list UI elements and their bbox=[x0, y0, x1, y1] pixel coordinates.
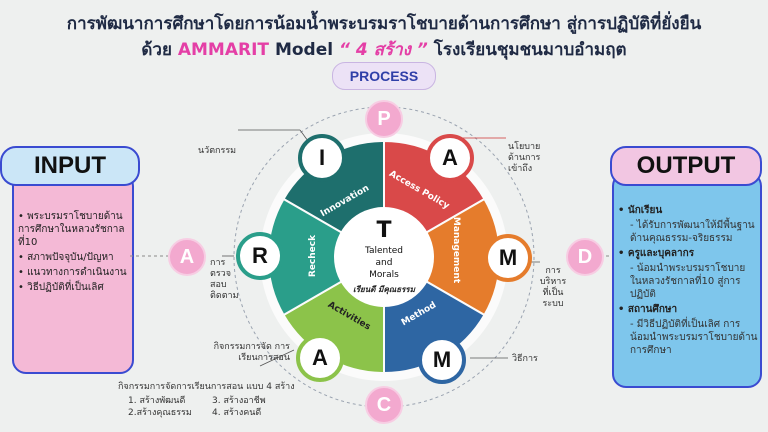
node-a-access: A bbox=[426, 134, 474, 182]
output-group-sub: - ได้รับการพัฒนาให้มีพื้นฐานด้านคุณธรรม-… bbox=[630, 220, 755, 244]
output-group-head: • ครูและบุคลากร bbox=[618, 248, 695, 259]
activities-detail-title: กิจกรรมการจัดการเรียนการสอน แบบ 4 สร้าง bbox=[118, 382, 295, 392]
leader-activities bbox=[259, 349, 295, 367]
output-group-head: • นักเรียน bbox=[618, 205, 663, 216]
output-group-head: • สถานศึกษา bbox=[618, 304, 678, 315]
caption-method: วิธีการ bbox=[512, 354, 538, 364]
output-group-sub: - น้อมนำพระบรมราโชบายในหลวงรัชกาลที่10 ส… bbox=[630, 263, 746, 300]
caption-innovation: นวัตกรรม bbox=[198, 146, 237, 156]
seg-label-management: Management bbox=[451, 217, 461, 284]
process-label: PROCESS bbox=[332, 62, 436, 90]
outer-letter-c: C bbox=[365, 386, 403, 424]
node-i: I bbox=[298, 134, 346, 182]
center-motto: เรียนดี มีคุณธรรม bbox=[353, 285, 416, 295]
caption-access: นโยบาย ด้านการ เข้าถึง bbox=[508, 142, 541, 174]
caption-recheck: การ ตรวจ สอบ ติดตาม bbox=[210, 258, 239, 301]
node-m-method: M bbox=[418, 336, 466, 384]
activities-detail-3: 3. สร้างอาชีพ bbox=[212, 396, 266, 406]
brand-name: AMMARIT bbox=[177, 40, 270, 60]
input-item: • แนวทางการดำเนินงาน bbox=[18, 267, 127, 278]
title-line-2: ด้วย AMMARIT Model “ 4 สร้าง ” โรงเรียนช… bbox=[0, 36, 768, 63]
outer-letter-a: A bbox=[168, 238, 206, 276]
seg-label-recheck: Recheck bbox=[308, 234, 318, 277]
activities-detail-2: 2.สร้างคุณธรรม bbox=[128, 408, 192, 418]
school-name: โรงเรียนชุมชนมาบอำมฤต bbox=[427, 40, 627, 60]
caption-management: การ บริหาร ที่เป็น ระบบ bbox=[539, 266, 567, 309]
title-prefix: ด้วย bbox=[141, 40, 178, 60]
input-panel bbox=[12, 172, 134, 374]
node-m-management: M bbox=[484, 234, 532, 282]
model-quote: “ 4 สร้าง ” bbox=[339, 40, 428, 60]
activities-detail-1: 1. สร้างพัฒนดี bbox=[128, 396, 186, 406]
center-letter: T bbox=[376, 218, 391, 243]
center-circle bbox=[334, 207, 434, 307]
model-word: Model bbox=[269, 40, 339, 60]
node-r: R bbox=[236, 232, 284, 280]
output-panel bbox=[612, 172, 762, 388]
input-heading: INPUT bbox=[0, 146, 140, 186]
input-list: • พระบรมราโชบายด้านการศึกษาในหลวงรัชกาลท… bbox=[18, 210, 130, 296]
caption-activities: กิจกรรมการจัด การเรียนการสอน bbox=[213, 342, 290, 363]
outer-letter-d: D bbox=[566, 238, 604, 276]
outer-letter-p: P bbox=[365, 100, 403, 138]
node-a-activities: A bbox=[296, 334, 344, 382]
output-list: • นักเรียน - ได้รับการพัฒนาให้มีพื้นฐานด… bbox=[618, 204, 758, 359]
center-line2: and bbox=[376, 258, 393, 268]
output-heading: OUTPUT bbox=[610, 146, 762, 186]
activities-detail-4: 4. สร้างคนดี bbox=[212, 408, 262, 418]
input-item: • วิธีปฏิบัติที่เป็นเลิศ bbox=[18, 282, 104, 293]
title-line-1: การพัฒนาการศึกษาโดยการน้อมน้ำพระบรมราโชบ… bbox=[66, 14, 702, 34]
center-line1: Talented bbox=[364, 246, 403, 256]
output-group-sub: - มีวิธีปฏิบัติที่เป็นเลิศ การน้อมนำพระบ… bbox=[630, 319, 758, 356]
input-item: • พระบรมราโชบายด้านการศึกษาในหลวงรัชกาลท… bbox=[18, 211, 125, 248]
center-line3: Morals bbox=[369, 270, 399, 280]
input-item: • สภาพปัจจุบัน/ปัญหา bbox=[18, 252, 114, 263]
